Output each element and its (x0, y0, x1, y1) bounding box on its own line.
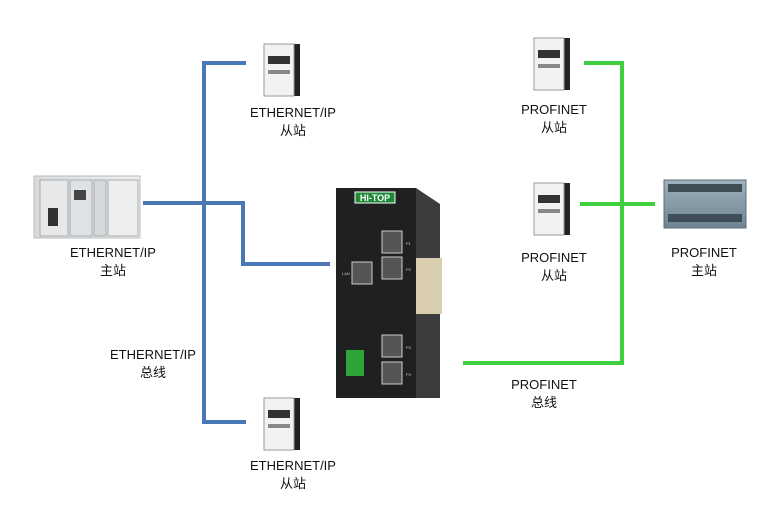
label-line1: ETHERNET/IP (250, 105, 336, 120)
label-line2: 总线 (530, 395, 557, 410)
gateway-device (336, 188, 442, 398)
label-line1: ETHERNET/IP (110, 347, 196, 362)
pn-bus-trunk (463, 61, 624, 365)
eip-slave-bottom-label: ETHERNET/IP 从站 (233, 457, 353, 493)
eip-slave-bottom-device (263, 397, 300, 451)
label-line2: 从站 (279, 476, 306, 491)
eip-bus-label: ETHERNET/IP 总线 (93, 346, 213, 382)
eip-slave-top-label: ETHERNET/IP 从站 (233, 104, 353, 140)
eip-master-label: ETHERNET/IP 主站 (53, 244, 173, 280)
port-label-p3: P3 (406, 345, 412, 350)
eip-slave-top-device (263, 43, 300, 97)
label-line1: ETHERNET/IP (70, 245, 156, 260)
label-line2: 从站 (279, 123, 306, 138)
label-line1: PROFINET (671, 245, 737, 260)
eip-bus-trunk (202, 61, 246, 424)
label-line2: 从站 (540, 120, 567, 135)
port-label-p2: P2 (406, 267, 412, 272)
label-line2: 总线 (139, 365, 166, 380)
label-line2: 主站 (690, 263, 717, 278)
pn-slave-top-device (533, 37, 570, 91)
port-label-p4: P4 (406, 372, 412, 377)
pn-master-label: PROFINET 主站 (644, 244, 764, 280)
pn-bus-label: PROFINET 总线 (484, 376, 604, 412)
profinet-master-plc (663, 179, 747, 229)
profinet-bus (463, 61, 655, 365)
port-label-p1: P1 (406, 241, 412, 246)
ethernet-ip-bus (143, 61, 330, 424)
port-label-lan: LAN (342, 271, 350, 276)
label-line1: PROFINET (521, 250, 587, 265)
label-line1: PROFINET (511, 377, 577, 392)
pn-slave-mid-label: PROFINET 从站 (494, 249, 614, 285)
label-line2: 主站 (99, 263, 126, 278)
pn-slave-mid-device (533, 182, 570, 236)
label-line1: PROFINET (521, 102, 587, 117)
gateway-logo: HI-TOP (360, 193, 390, 203)
ethernet-ip-master-plc (33, 175, 141, 239)
pn-slave-top-label: PROFINET 从站 (494, 101, 614, 137)
label-line1: ETHERNET/IP (250, 458, 336, 473)
eip-master-link (143, 201, 330, 266)
label-line2: 从站 (540, 268, 567, 283)
